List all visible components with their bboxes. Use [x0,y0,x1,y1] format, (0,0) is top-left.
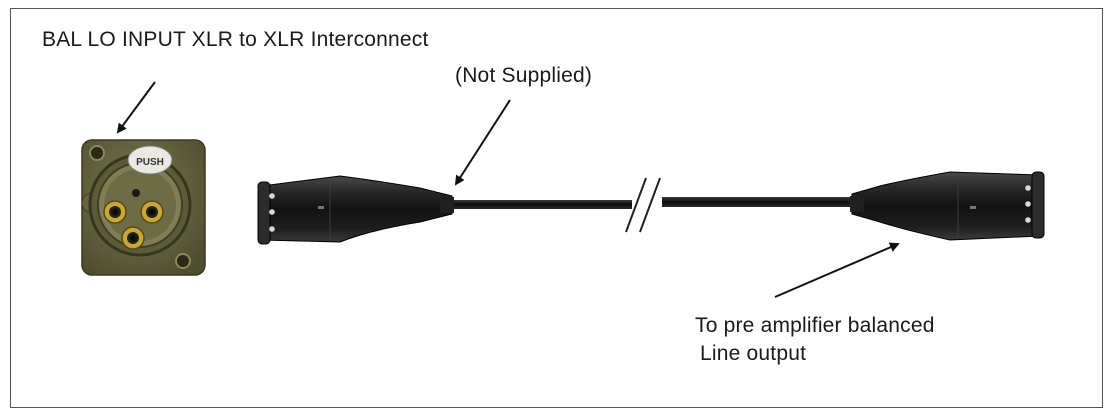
arrow-to-right-plug [775,244,898,297]
xlr-male-plug-right-icon [850,172,1044,240]
arrow-to-left-plug [456,100,510,184]
push-tab-text: PUSH [136,157,164,168]
not-supplied-label: (Not Supplied) [455,63,592,89]
cable-right-segment [662,197,862,207]
xlr-male-plug-left-icon [258,176,454,244]
preamp-label-line1: To pre amplifier balanced [695,313,935,339]
xlr-female-panel-jack-icon: PUSH [82,140,205,275]
arrow-to-panel-jack [118,82,155,132]
preamp-label-line2: Line output [700,341,806,367]
cable-left-segment [450,200,632,209]
diagram-title: BAL LO INPUT XLR to XLR Interconnect [42,27,429,53]
